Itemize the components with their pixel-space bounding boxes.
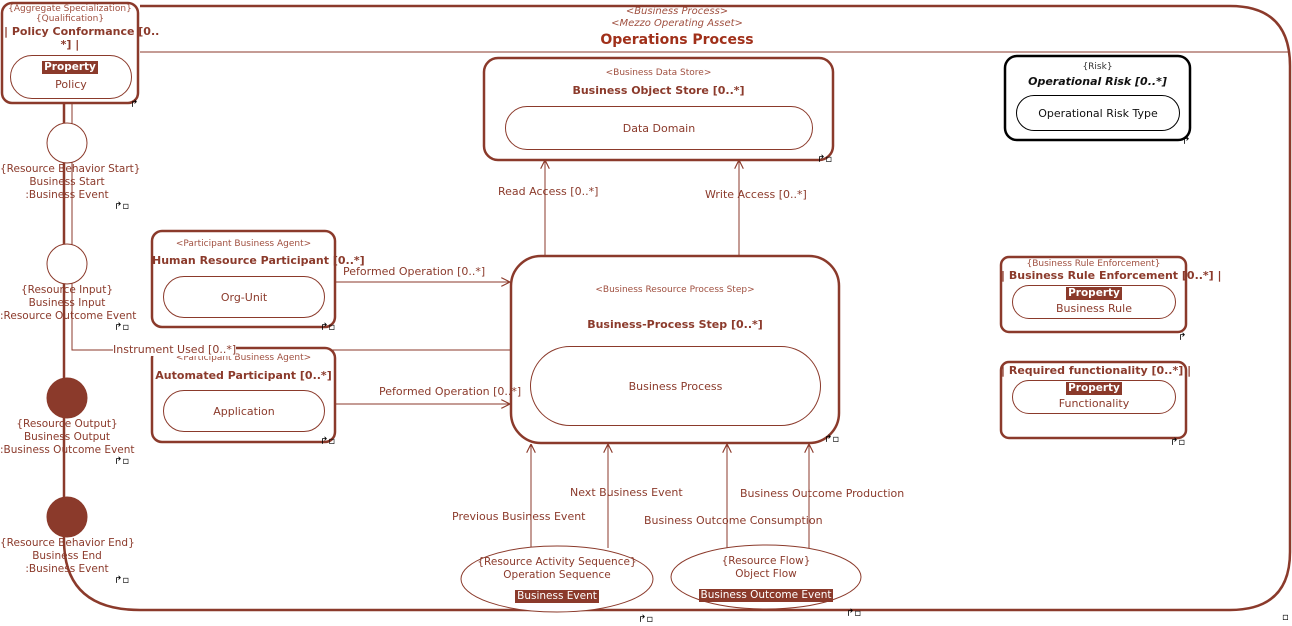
rule-tag: Property (1066, 287, 1122, 300)
pin-input-name: Business Input (28, 297, 106, 309)
risk-title: Operational Risk [0..*] (1028, 75, 1167, 88)
resize-icon[interactable]: ↱▫ (846, 608, 862, 619)
data-store-title: Business Object Store [0..*] (572, 84, 745, 97)
policy-tag-wrap: Property (4, 55, 136, 74)
data-domain-part[interactable]: Data Domain (505, 106, 813, 150)
application-part[interactable]: Application (163, 390, 325, 432)
resize-icon[interactable]: ↱▫ (320, 322, 336, 333)
next-event-label: Next Business Event (570, 486, 683, 499)
human-agent-title: Human Resource Participant [0..*] (152, 254, 365, 267)
policy-title-2: *] | (60, 38, 80, 51)
auto-agent-title: Automated Participant [0..*] (155, 369, 332, 382)
process-stereotype-1: <Business Process> (625, 6, 729, 17)
data-store-stereo: <Business Data Store> (605, 68, 712, 78)
risk-type-part[interactable]: Operational Risk Type (1016, 95, 1180, 131)
policy-part-label: Policy (55, 77, 87, 91)
org-unit-part[interactable]: Org-Unit (163, 276, 325, 318)
process-frame[interactable] (62, 4, 1292, 612)
pin-output-type: :Business Outcome Event (0, 444, 135, 456)
resize-icon[interactable]: ↱▫ (320, 436, 336, 447)
performed-op-label-2: Peformed Operation [0..*] (379, 385, 522, 398)
business-rule-content: Property Business Rule (1056, 287, 1132, 315)
resize-icon[interactable]: ↱▫ (817, 154, 833, 165)
pin-start-stereo: {Resource Behavior Start} (0, 163, 141, 175)
outcome-consumption-label: Business Outcome Consumption (644, 514, 823, 527)
flow-tag-wrap: Business Outcome Event (671, 583, 861, 602)
functionality-tag: Property (1066, 382, 1122, 395)
human-agent-stereo: <Participant Business Agent> (175, 239, 312, 249)
step-title: Business-Process Step [0..*] (587, 318, 763, 331)
resize-icon[interactable]: ↱▫ (1170, 437, 1186, 448)
resize-icon[interactable]: ▫ (1282, 612, 1289, 623)
resize-icon[interactable]: ↱▫ (114, 322, 130, 333)
write-access-label: Write Access [0..*] (705, 188, 807, 201)
read-access-label: Read Access [0..*] (498, 185, 599, 198)
performed-op-label-1: Peformed Operation [0..*] (343, 265, 486, 278)
resize-icon[interactable]: ↱ (130, 99, 139, 110)
business-rule-label: Business Rule (1056, 302, 1132, 315)
flow-stereo: {Resource Flow} (721, 555, 811, 567)
business-process-part[interactable]: Business Process (530, 346, 821, 426)
pin-start-type: :Business Event (25, 189, 109, 201)
edge-instrument-used[interactable] (71, 104, 510, 351)
rule-title: | Business Rule Enforcement [0..*] | (1001, 269, 1222, 282)
sequence-name: Operation Sequence (503, 569, 611, 581)
outcome-production-label: Business Outcome Production (740, 487, 905, 500)
pin-input-type: :Resource Outcome Event (0, 310, 137, 322)
step-stereo: <Business Resource Process Step> (595, 285, 755, 295)
pin-business-start[interactable] (46, 122, 88, 164)
resize-icon[interactable]: ↱▫ (638, 614, 654, 625)
business-rule-part[interactable]: Property Business Rule (1012, 285, 1176, 319)
sequence-tag-wrap: Business Event (461, 584, 653, 603)
resize-icon[interactable]: ↱▫ (114, 575, 130, 586)
policy-title-1: | Policy Conformance [0.. (4, 25, 160, 38)
pin-start-name: Business Start (29, 176, 105, 188)
sequence-ellipse[interactable] (460, 545, 654, 613)
pin-output-name: Business Output (23, 431, 111, 443)
sequence-stereo: {Resource Activity Sequence} (477, 556, 637, 568)
resize-icon[interactable]: ↱▫ (824, 434, 840, 445)
functionality-part[interactable]: Property Functionality (1012, 380, 1176, 414)
policy-stereo-2: {Qualification} (35, 14, 105, 24)
pin-business-end[interactable] (46, 496, 88, 538)
pin-output-stereo: {Resource Output} (16, 418, 118, 430)
pin-input-stereo: {Resource Input} (20, 284, 114, 296)
pin-end-type: :Business Event (25, 563, 109, 575)
policy-tag: Property (42, 61, 98, 74)
process-title: Operations Process (600, 32, 754, 48)
policy-stereo-1: {Aggregate Specialization} (8, 4, 132, 14)
functionality-title: | Required functionality [0..*] | (1001, 364, 1192, 377)
pin-end-name: Business End (32, 550, 102, 562)
flow-name: Object Flow (735, 568, 797, 580)
resize-icon[interactable]: ↱ (1178, 332, 1187, 343)
pin-end-stereo: {Resource Behavior End} (0, 537, 135, 549)
process-stereotype-2: <Mezzo Operating Asset> (611, 18, 743, 29)
pin-business-input[interactable] (46, 243, 88, 285)
previous-event-label: Previous Business Event (452, 510, 586, 523)
resize-icon[interactable]: ↱▫ (114, 201, 130, 212)
risk-stereo: {Risk} (1082, 62, 1113, 72)
instrument-used-label: Instrument Used [0..*] (113, 343, 237, 356)
functionality-label: Functionality (1058, 397, 1130, 410)
resize-icon[interactable]: ↱ (1182, 136, 1191, 147)
flow-tag: Business Outcome Event (698, 589, 834, 602)
functionality-content: Property Functionality (1059, 382, 1129, 410)
resize-icon[interactable]: ↱▫ (114, 456, 130, 467)
policy-part[interactable]: Policy (10, 55, 132, 99)
rule-stereo: {Business Rule Enforcement} (1026, 259, 1161, 269)
pin-business-output[interactable] (46, 377, 88, 419)
sequence-tag: Business Event (515, 590, 599, 603)
auto-agent-stereo: <Participant Business Agent> (175, 353, 312, 363)
functionality-box[interactable] (999, 360, 1188, 440)
